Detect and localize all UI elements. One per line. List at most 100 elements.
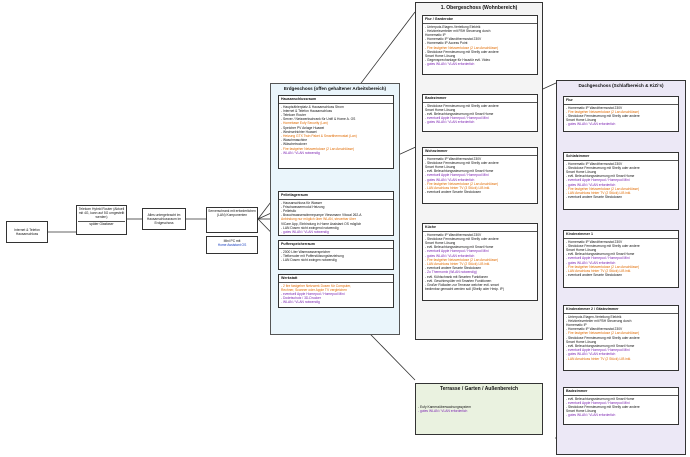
mini-pc-node: Mini PC mit Home Assistant OS: [206, 236, 258, 254]
list-item: - LAN Dosen nicht zwingen notwendig: [281, 258, 337, 262]
list-item: - evtl. Geschirrspüler mit Smarten Funkt…: [425, 278, 492, 283]
room-items: - evtl. Beleuchtungssteuerung mit Smart …: [564, 396, 678, 419]
list-item: - gutes WLAN / VLAN erforderlich: [566, 352, 616, 357]
list-item: - eventuell andere Smarte Steckdosen: [425, 190, 482, 195]
list-item: - evtl. Beleuchtungssteuerung mit Smart …: [425, 169, 494, 174]
list-item: - Heizung GTX Twin Paket & Smartthermost…: [281, 134, 357, 139]
list-item: - Zu Thermomix (WLAN notwendig): [425, 270, 477, 275]
room-flur-dg: Flur - Homematic IP Wandthermostat 230V-…: [563, 96, 679, 132]
list-item: - eventuell Apple Homepod / Homepod Mini: [566, 400, 630, 405]
list-item: Homematic IP: [425, 33, 446, 37]
list-item: - gutes WLAN / VLAN erforderlich: [425, 62, 475, 67]
room-title: Werkstatt: [279, 275, 393, 283]
list-item: - LAN Anschluss hinter TV (2 Stück) LIB …: [425, 262, 491, 267]
list-item: - Steckdose Fernsteuerung mit Shelly ode…: [425, 103, 499, 108]
list-item: - LAN Anschluss hinter TV (3 Stück) LIB …: [425, 186, 491, 191]
room-title: Hausanschlussraum: [279, 96, 393, 104]
list-item: - Frischwassermodul Heizung: [281, 204, 325, 209]
list-item: - gutes WLAN / VLAN erforderlich: [566, 413, 616, 418]
list-item: - Steckdose Fernsteuerung mit Shelly ode…: [425, 236, 499, 241]
room-items: - Homematic IP Wandthermostat 230V- Stec…: [564, 161, 678, 201]
list-item: Rechner, Scanner oder Apple TV vergleich…: [281, 287, 347, 292]
room-items: - Homematic IP Wandthermostat 230V- Fire…: [564, 105, 678, 128]
router-node: Telekom Hybrid Router (Aktuell mit 4G, k…: [76, 205, 127, 235]
list-item: - Fire fastgeher Netzwerkdose (2 Lan Ans…: [566, 331, 640, 336]
list-item: - Tiefkeruder mit Pufferstützungsbeziehu…: [281, 253, 344, 258]
list-item: - Telekom Router: [281, 113, 307, 117]
list-item: - evtl. Beleuchtungssteuerung mit Smart …: [425, 112, 494, 116]
room-items: - Hausanschluss für Wasser- Frischwasser…: [279, 200, 393, 236]
list-item: Smart Home Lösung: [425, 241, 456, 245]
room-items: - 2000 Liter Warmwasserspeicher- Tiefker…: [279, 249, 393, 264]
list-item: - gutes WLAN / VLAN erforderlich: [566, 182, 616, 187]
list-item: - WLAN / VLAN notwendig: [281, 150, 320, 155]
list-item: - eventuell andere Smarte Steckdosen: [566, 195, 623, 200]
list-item: - eventuell Apple Homepod / Homepod Mini: [566, 256, 630, 261]
list-item: - gutes WLAN / VLAN notwendig: [281, 230, 329, 235]
router-note: später Glasfaser: [78, 220, 125, 226]
room-werkstatt: Werkstatt - 2 fire fastgeher Netzwerk Do…: [278, 274, 394, 308]
room-title: Küche: [423, 224, 537, 232]
list-item: - Steckdose Fernsteuerung mit Shelly ode…: [566, 405, 640, 409]
list-item: - eventuell Apple Homepod / Homepod Mini: [425, 249, 489, 254]
list-item: - gutes WLAN / VLAN erforderlich: [425, 253, 475, 258]
list-item: - Internet & Telefon Hausanschluss: [281, 108, 333, 113]
list-item: - Homematic IP Access Point: [425, 41, 468, 46]
list-item: - Fire fastgeher Netzwerkdose (2 Lan Ans…: [425, 257, 499, 262]
list-item: - Dodetschutz / 3D-Drucker: [281, 296, 321, 301]
list-item: - 2 fire fastgeher Netzwerk Dosen für Co…: [281, 283, 351, 288]
list-item: - Unterputz-Etagen-Verteilung Elektrik: [425, 24, 481, 29]
list-item: - Waschmaschine: [281, 138, 308, 143]
hausanschluss-node: Alles untergebracht im Hausanschlussraum…: [142, 208, 186, 230]
room-title: Badezimmer: [564, 388, 678, 396]
og-title: 1. Obergeschoss (Wohnbereich): [440, 5, 518, 11]
list-item: - LAN Dosen nicht zwingend notwendig: [281, 225, 339, 230]
list-item: - LAN Anschluss hinter TV (2 Stück) LIB …: [566, 191, 632, 196]
eg-title: Erdgeschoss (offen gehaltener Arbeitsber…: [283, 86, 387, 91]
list-item: - eventuell andere Smarte Steckdosen: [566, 273, 623, 278]
room-hausanschlussraum: Hausanschlussraum - Hauptzählerplatz & H…: [278, 95, 394, 169]
room-items: - Unterputz-Etagen-Verteilung Elektrik- …: [423, 24, 537, 68]
list-item: - Heizkreisverteiler mit FBH Steuerung d…: [566, 318, 632, 323]
list-item: Smart Home Lösung: [425, 107, 456, 112]
list-item: - eventuell Apple Homepod / Homepod Mini: [566, 348, 630, 353]
list-item: - gutes WLAN / VLAN erforderlich: [418, 409, 468, 414]
list-item: - gutes WLAN / VLAN erforderlich: [425, 177, 475, 182]
room-badezimmer-og: Badezimmer - Steckdose Fernsteuerung mit…: [422, 94, 538, 132]
room-badezimmer-dg: Badezimmer - evtl. Beleuchtungssteuerung…: [563, 387, 679, 425]
room-title: Schlafzimmer: [564, 153, 678, 161]
list-item: - 2000 Liter Warmwasserspeicher: [281, 249, 331, 254]
list-item: - Steckdose Fernsteuerung mit Shelly ode…: [566, 114, 640, 118]
list-item: - gutes WLAN / VLAN erforderlich: [566, 260, 616, 265]
list-item: ViCare App, Einbindung in Home Assistant…: [281, 221, 362, 226]
list-item: - evtl. Beleuchtungssteuerung mit Smart …: [566, 252, 635, 257]
list-item: - Gegensprechanlage für Haustür evtl. Vi…: [425, 58, 491, 63]
list-item: - Homematic IP Wandthermostat 230V: [566, 161, 623, 166]
list-item: - Unterputz-Etagen-Verteilung Elektrik: [566, 314, 622, 319]
list-item: - Fire fastgeher Netzwerkdose (2 Lan Ans…: [566, 264, 640, 269]
list-item: - evtl. Beleuchtungssteuerung mit Smart …: [425, 245, 494, 250]
list-item: - gutes WLAN / VLAN erforderlich: [566, 122, 616, 127]
list-item: - Wäschetrockner: [281, 142, 307, 147]
list-item: - Server / Netzwerkschrank für Unifi & H…: [281, 117, 356, 122]
room-schlafzimmer: Schlafzimmer - Homematic IP Wandthermost…: [563, 152, 679, 210]
list-item: - eventuell Apple Homepod / Homepod Mini: [566, 178, 630, 183]
list-item: - Eufy Kameraüberwachungssystem: [418, 405, 471, 409]
list-item: - Heizkreisverteiler mit FBH Steuerung d…: [425, 28, 491, 33]
internet-node: Internet & Telefon Hausanschluss: [6, 221, 48, 243]
room-kueche: Küche - Homematic IP Wandthermostat 230V…: [422, 223, 538, 301]
room-title: Badezimmer: [423, 95, 537, 103]
dg-title: Dachgeschoss (Schlafbereich & KiZi's): [578, 83, 664, 88]
room-items: - Homematic IP Wandthermostat 230V- Stec…: [423, 156, 537, 196]
list-item: - Hausanschluss für Wasser: [281, 200, 323, 205]
room-kinderzimmer-1: Kinderzimmer 1 - Homematic IP Wandthermo…: [563, 230, 679, 288]
list-item: - Brauchwasserwärmepumpe Viessmann Vitoc…: [281, 213, 362, 218]
list-item: - Steckdose Fernsteuerung mit Shelly ode…: [566, 165, 640, 170]
list-item: - Wechselrichter Huawei: [281, 129, 317, 134]
list-item: - eventuell andere Smarte Steckdosen: [425, 266, 482, 271]
list-item: - Fire fastgeher Netzwerkdose (2 Lan Ans…: [566, 186, 640, 191]
room-title: Kinderzimmer 2 / Gästezimmer: [564, 306, 678, 314]
list-item: - WLAN / VLAN notwendig: [281, 300, 320, 305]
list-item: - Pelletsilo: [281, 209, 297, 213]
list-item: - eventuell Apple Homepod / Homepod Mini: [425, 116, 489, 121]
